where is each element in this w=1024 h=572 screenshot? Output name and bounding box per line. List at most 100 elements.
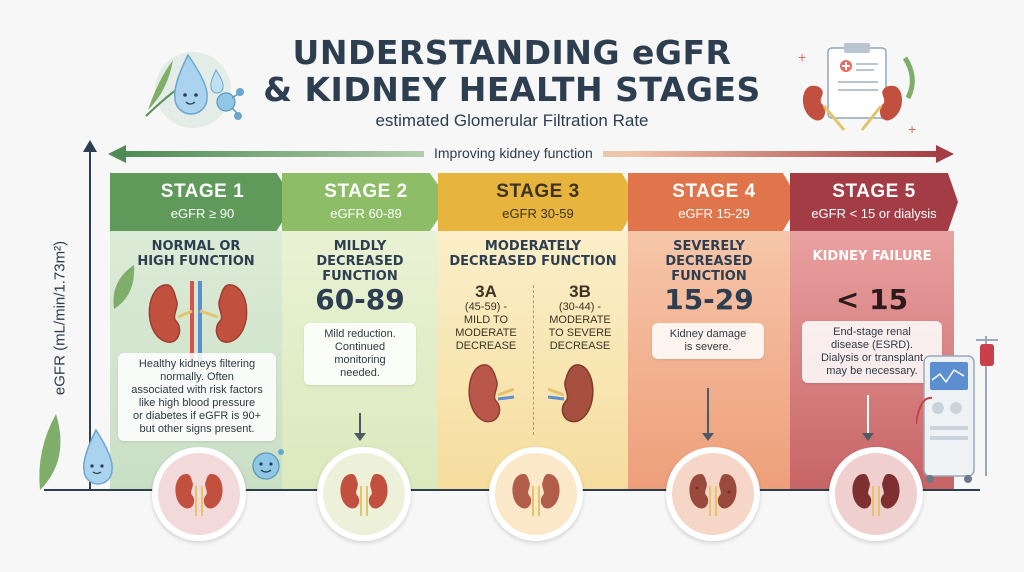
stage-4-name: STAGE 4 <box>672 181 756 202</box>
stage-3-header: STAGE 3 eGFR 30-59 <box>438 173 638 231</box>
water-drop-character-icon <box>39 414 113 490</box>
stage-2-note-line: monitoring <box>334 354 386 366</box>
stage-3a-line: DECREASE <box>455 340 517 352</box>
clipboard-kidneys-icon: + + <box>798 43 916 137</box>
stage-4-note-line: is severe. <box>684 341 732 353</box>
stage-4-range: eGFR 15-29 <box>678 206 750 221</box>
stage-1-level-line: NORMAL OR <box>151 239 241 254</box>
stage-3-column: STAGE 3 eGFR 30-59 MODERATELY DECREASED … <box>438 173 638 489</box>
stage-3-range: eGFR 30-59 <box>502 206 574 221</box>
stage-3b-line: DECREASE <box>549 340 611 352</box>
stage-3-badge-kidneys-icon <box>512 473 560 516</box>
water-drop-mascot-icon <box>145 52 244 128</box>
stage-4-body <box>628 231 790 489</box>
stage-1-note: Healthy kidneys filtering normally. Ofte… <box>118 353 276 441</box>
stage-3a-line: MILD TO <box>463 314 509 326</box>
stage-3-name: STAGE 3 <box>496 181 580 202</box>
stage-2-column: STAGE 2 eGFR 60-89 MILDLY DECREASED FUNC… <box>282 173 450 489</box>
stage-3a-block: 3A (45-59) - MILD TO MODERATE DECREASE <box>440 282 532 353</box>
stage-3a-code: 3A <box>475 282 497 301</box>
stage-4-level: SEVERELY DECREASED FUNCTION <box>628 239 790 284</box>
stage-4-note-line: Kidney damage <box>669 328 747 340</box>
stage-5-note-line: may be necessary. <box>826 365 918 377</box>
stage-1-range: eGFR ≥ 90 <box>170 206 235 221</box>
y-axis <box>89 150 91 490</box>
stage-5-header: STAGE 5 eGFR < 15 or dialysis <box>790 173 958 231</box>
stage-3b-block: 3B (30-44) - MODERATE TO SEVERE DECREASE <box>534 282 626 353</box>
stage-4-kidney-badge <box>666 447 760 541</box>
stage-3b-code: 3B <box>569 282 591 301</box>
page-title-line-1: UNDERSTANDING eGFR <box>292 33 732 72</box>
stage-2-note-line: Mild reduction. <box>324 328 396 340</box>
stage-4-badge-kidneys-icon <box>689 473 737 516</box>
stage-1-note-line: but other signs present. <box>139 423 255 435</box>
stage-5-kidney-badge <box>829 447 923 541</box>
stage-1-note-line: or diabetes if eGFR is 90+ <box>132 410 262 422</box>
svg-text:+: + <box>798 49 806 65</box>
page-title-line-2: & KIDNEY HEALTH STAGES <box>263 70 761 109</box>
stage-5-level: KIDNEY FAILURE <box>790 249 954 264</box>
stage-5-level-line: KIDNEY FAILURE <box>812 249 932 264</box>
stage-3b-kidney-icon <box>548 364 594 423</box>
stage-5-note-line: End-stage renal <box>833 326 911 338</box>
stage-1-note-line: like high blood pressure <box>138 397 256 409</box>
stage-2-level-line: MILDLY <box>333 239 387 254</box>
stage-3a-line: (45-59) - <box>464 301 508 313</box>
stage-5-name: STAGE 5 <box>832 181 916 202</box>
stage-2-name: STAGE 2 <box>324 181 408 202</box>
stage-5-range: eGFR < 15 or dialysis <box>811 206 937 221</box>
stage-3-kidney-badge <box>489 447 583 541</box>
leaf-icon <box>113 265 135 309</box>
stage-1-badge-kidneys-icon <box>175 473 223 516</box>
stage-3-level-line: MODERATELY <box>484 239 582 254</box>
stage-5-note-line: Dialysis or transplant <box>820 352 924 364</box>
stage-2-big-range: 60-89 <box>315 283 405 316</box>
stage-3b-line: TO SEVERE <box>548 327 612 339</box>
stage-1-column: STAGE 1 eGFR ≥ 90 NORMAL OR HIGH FUNCTIO… <box>110 173 295 489</box>
stage-4-down-arrow <box>702 388 714 441</box>
improving-function-label: Improving kidney function <box>424 145 603 161</box>
stage-4-note: Kidney damage is severe. <box>652 323 764 359</box>
y-axis-arrowhead <box>83 140 97 152</box>
stage-1-level-line: HIGH FUNCTION <box>137 254 255 269</box>
stage-5-big-range: < 15 <box>835 283 909 316</box>
stage-3-divider <box>533 285 534 435</box>
stage-4-header: STAGE 4 eGFR 15-29 <box>628 173 800 231</box>
stage-1-header: STAGE 1 eGFR ≥ 90 <box>110 173 295 231</box>
stage-3-level: MODERATELY DECREASED FUNCTION <box>438 239 628 269</box>
y-axis-label: eGFR (mL/min/1.73m²) <box>51 240 69 396</box>
stage-2-note: Mild reduction. Continued monitoring nee… <box>304 323 416 385</box>
stage-5-down-arrow <box>862 395 874 441</box>
stage-3-level-line: DECREASED FUNCTION <box>449 254 617 269</box>
stage-4-level-line: DECREASED <box>665 254 753 269</box>
stage-3a-kidney-icon <box>468 364 514 423</box>
stage-1-level: NORMAL OR HIGH FUNCTION <box>110 239 282 269</box>
healthy-kidneys-icon <box>148 281 248 361</box>
stage-3b-line: (30-44) - <box>558 301 602 313</box>
page-subtitle: estimated Glomerular Filtration Rate <box>375 111 649 130</box>
stage-2-level-line: DECREASED <box>316 254 404 269</box>
stage-5-note: End-stage renal disease (ESRD). Dialysis… <box>802 321 942 383</box>
stage-1-note-line: associated with risk factors <box>131 384 263 396</box>
stage-1-note-line: normally. Often <box>160 371 234 383</box>
stage-2-note-line: Continued <box>334 341 386 353</box>
stage-2-header: STAGE 2 eGFR 60-89 <box>282 173 450 231</box>
svg-text:+: + <box>908 121 916 137</box>
stage-1-kidney-badge <box>152 447 246 541</box>
stage-3b-line: MODERATE <box>549 314 611 326</box>
stage-2-note-line: needed. <box>340 367 380 379</box>
stage-4-level-line: FUNCTION <box>671 269 747 284</box>
stage-2-down-arrow <box>354 413 366 441</box>
dialysis-machine-icon <box>916 336 998 483</box>
stage-1-name: STAGE 1 <box>160 181 245 202</box>
stage-5-badge-kidneys-icon <box>852 473 900 516</box>
stage-4-column: STAGE 4 eGFR 15-29 SEVERELY DECREASED FU… <box>628 173 800 489</box>
stage-3a-line: MODERATE <box>455 327 517 339</box>
stage-2-range: eGFR 60-89 <box>330 206 402 221</box>
stage-2-level-line: FUNCTION <box>322 269 398 284</box>
smiling-cell-character-icon <box>252 449 284 480</box>
stage-4-big-range: 15-29 <box>664 283 754 316</box>
stage-2-badge-kidneys-icon <box>340 473 388 516</box>
stage-4-level-line: SEVERELY <box>673 239 745 254</box>
stage-5-note-line: disease (ESRD). <box>831 339 913 351</box>
